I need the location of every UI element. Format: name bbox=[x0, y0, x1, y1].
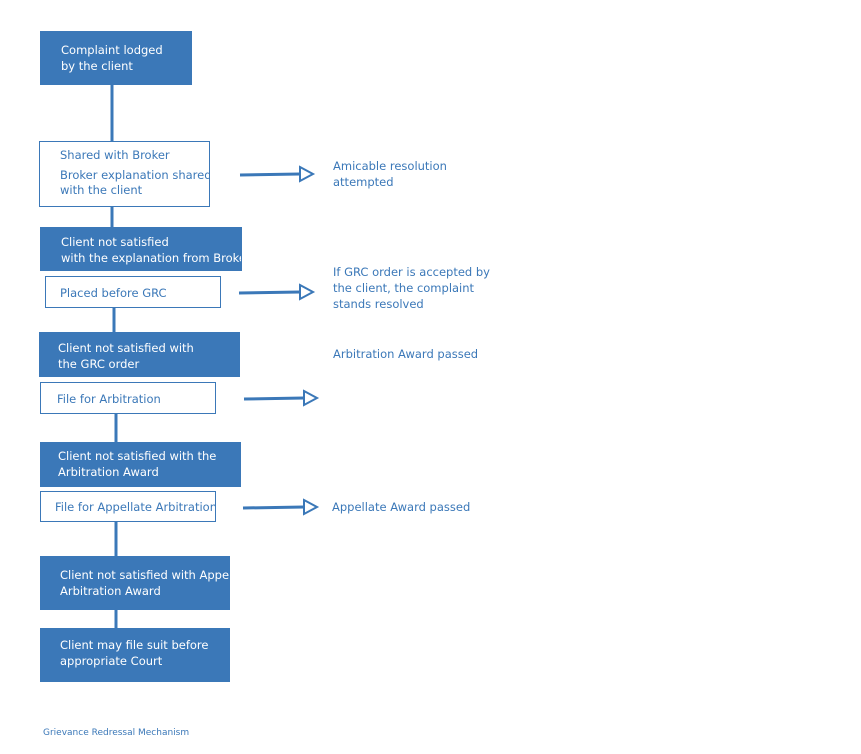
arrow-shaft bbox=[239, 172, 301, 177]
box-text-line: with the explanation from Broker bbox=[61, 251, 242, 265]
box-text-line: by the client bbox=[61, 59, 133, 73]
file-suit-box: Client may file suit before appropriate … bbox=[40, 628, 230, 682]
note-text-line: stands resolved bbox=[333, 297, 424, 311]
not-satisfied-appellate-box: Client not satisfied with Appellate Arbi… bbox=[40, 556, 230, 610]
box-text-line: Arbitration Award bbox=[60, 584, 161, 598]
figure-caption: Grievance Redressal Mechanism bbox=[43, 728, 190, 738]
not-satisfied-grc-box: Client not satisfied with the GRC order bbox=[39, 332, 240, 377]
arrow-head-icon bbox=[299, 283, 316, 301]
complaint-lodged-box: Complaint lodged by the client bbox=[40, 31, 192, 85]
box-text-line: Client not satisfied with the bbox=[58, 449, 217, 463]
arrow-shaft bbox=[243, 396, 305, 401]
amicable-resolution-note: Amicable resolution attempted bbox=[333, 158, 447, 190]
placed-before-grc-box: Placed before GRC bbox=[45, 276, 221, 308]
not-satisfied-arbitration-box: Client not satisfied with the Arbitratio… bbox=[40, 442, 241, 487]
note-text-line: attempted bbox=[333, 175, 394, 189]
appellate-award-note: Appellate Award passed bbox=[332, 499, 470, 515]
box-text-line: with the client bbox=[60, 183, 143, 197]
box-text-line: Broker explanation shared bbox=[60, 168, 210, 182]
box-text-line: Client not satisfied with Appellate bbox=[60, 568, 230, 582]
box-text-line: File for Arbitration bbox=[57, 392, 161, 406]
box-text-line: Client not satisfied bbox=[61, 235, 169, 249]
box-text-line: File for Appellate Arbitration bbox=[55, 500, 216, 514]
note-text-line: the client, the complaint bbox=[333, 281, 475, 295]
not-satisfied-broker-box: Client not satisfied with the explanatio… bbox=[40, 227, 242, 271]
grc-accepted-note: If GRC order is accepted by the client, … bbox=[333, 264, 490, 312]
file-appellate-box: File for Appellate Arbitration bbox=[40, 491, 216, 522]
box-text-line: Shared with Broker bbox=[60, 148, 170, 162]
box-text-line: Complaint lodged bbox=[61, 43, 163, 57]
file-arbitration-box: File for Arbitration bbox=[40, 382, 216, 414]
shared-with-broker-box: Shared with Broker Broker explanation sh… bbox=[39, 141, 210, 207]
box-text-line: Arbitration Award bbox=[58, 465, 159, 479]
note-text-line: If GRC order is accepted by bbox=[333, 265, 490, 279]
arrow-head-icon bbox=[299, 165, 316, 183]
arrow-shaft bbox=[238, 290, 301, 295]
arrow-shaft bbox=[242, 505, 305, 510]
arrow-head-icon bbox=[303, 389, 320, 407]
box-text-line: the GRC order bbox=[58, 357, 140, 371]
arbitration-award-note: Arbitration Award passed bbox=[333, 346, 478, 362]
box-text-line: Client not satisfied with bbox=[58, 341, 194, 355]
arrow-head-icon bbox=[303, 498, 320, 516]
note-text-line: Amicable resolution bbox=[333, 159, 447, 173]
note-text-line: Appellate Award passed bbox=[332, 500, 471, 514]
box-text-line: Placed before GRC bbox=[60, 286, 167, 300]
box-text-line: Client may file suit before bbox=[60, 638, 209, 652]
note-text-line: Arbitration Award passed bbox=[333, 347, 479, 361]
box-text-line: appropriate Court bbox=[60, 654, 163, 668]
